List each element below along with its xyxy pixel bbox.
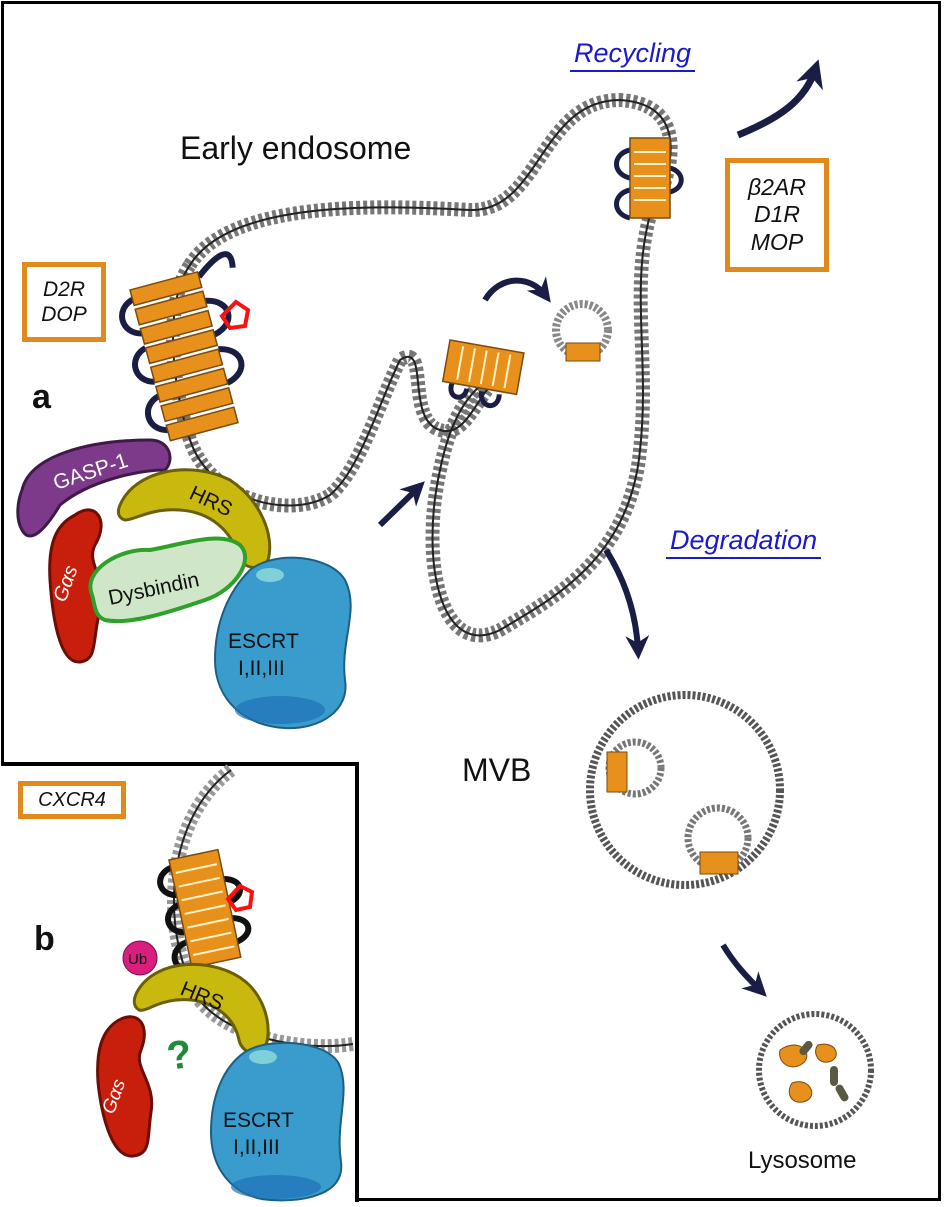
galphas-protein-b: Gαs: [96, 1015, 154, 1158]
ub-tag: Ub: [122, 940, 158, 976]
receptor-dop-label: DOP: [41, 303, 87, 326]
early-endosome-membrane: [166, 92, 678, 643]
early-endosome-title: Early endosome: [180, 130, 412, 166]
escrt-protein: ESCRT I,II,III: [213, 556, 352, 730]
receptor-d1r-label: D1R: [753, 201, 800, 228]
receptor-b2ar-label: β2AR: [748, 173, 806, 200]
panel-b-letter: b: [34, 920, 55, 958]
panel-b-drawing: Ub HRS Gαs ? ESCRT I,II,III: [96, 764, 355, 1202]
arrow-budding: [482, 276, 551, 303]
receptor-box-b2ar-d1r-mop: β2AR D1R MOP: [725, 158, 829, 272]
receptor-budding: [441, 339, 525, 409]
degradation-label: Degradation: [666, 525, 822, 559]
ligand-icon-b: [225, 883, 255, 913]
unknown-interaction-mark: ?: [164, 1032, 194, 1079]
ligand-icon: [219, 299, 251, 331]
recycling-label: Recycling: [570, 38, 696, 72]
intraluminal-vesicle: [552, 300, 612, 362]
receptor-d2r-label: D2R: [42, 277, 85, 301]
panel-a-letter: a: [32, 378, 51, 416]
receptor-box-d2r-dop: D2R DOP: [22, 262, 106, 342]
mvb-vesicle: [586, 691, 784, 889]
arrow-into-endosome: [377, 481, 425, 528]
arrow-degradation: [603, 548, 650, 660]
receptor-d2r-cluster: [119, 251, 245, 442]
escrt-protein-b: ESCRT I,II,III: [209, 1041, 345, 1202]
galphas-protein: Gαs: [48, 508, 104, 664]
dysbindin-protein: Dysbindin: [88, 536, 247, 624]
escrt-label-line1: ESCRT: [228, 630, 299, 653]
escrt-label-b-line1: ESCRT: [223, 1109, 294, 1132]
receptor-cxcr4-label: CXCR4: [38, 789, 106, 811]
arrow-recycling: [736, 59, 823, 139]
escrt-label-b-line2: I,II,III: [233, 1136, 280, 1159]
escrt-label-line2: I,II,III: [238, 657, 285, 680]
arrow-to-lysosome: [720, 943, 767, 997]
receptor-recycling-neck: [614, 137, 684, 221]
receptor-mop-label: MOP: [750, 228, 804, 255]
mvb-label: MVB: [462, 752, 532, 788]
receptor-box-cxcr4: CXCR4: [18, 781, 126, 819]
lysosome-vesicle: [756, 1011, 874, 1129]
ub-label: Ub: [128, 951, 147, 968]
lysosome-label: Lysosome: [748, 1147, 857, 1174]
